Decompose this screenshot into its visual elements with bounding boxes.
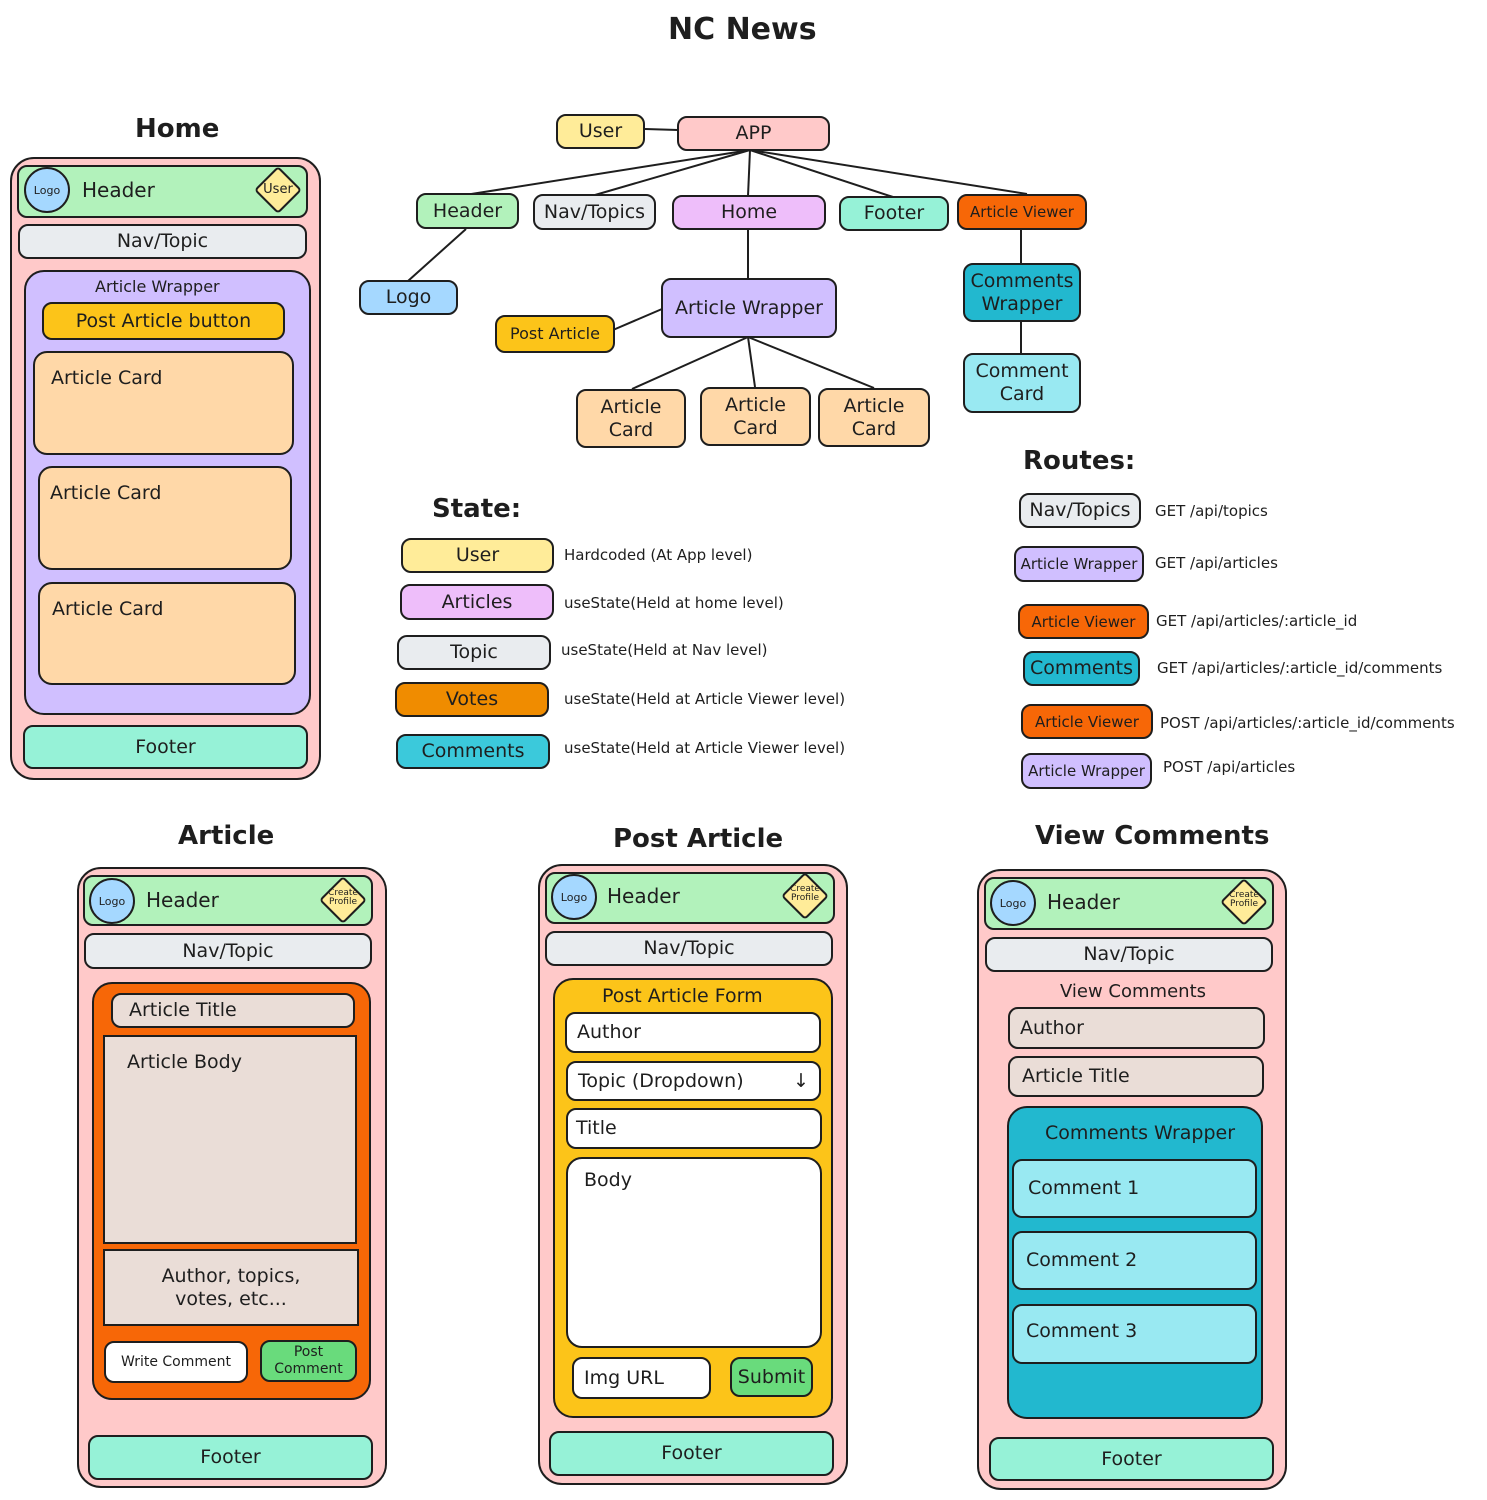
article-wire-body: Article Body <box>103 1035 357 1244</box>
tree-post-article: Post Article <box>495 315 615 353</box>
comments-wire-logo: Logo <box>990 880 1036 926</box>
post-wire-form-title: Post Article Form <box>602 985 763 1007</box>
home-wire-card-3[interactable]: Article Card <box>38 582 296 685</box>
route-3-path: GET /api/articles/:article_id <box>1156 612 1358 630</box>
article-wire-heading: Article <box>178 821 275 851</box>
tree-article-card-3: Article Card <box>818 388 930 447</box>
state-topic: Topic <box>397 635 551 670</box>
post-wire-heading: Post Article <box>613 824 784 854</box>
tree-article-viewer: Article Viewer <box>957 194 1087 230</box>
tree-home: Home <box>672 195 826 230</box>
home-wire-header-label: Header <box>82 178 155 202</box>
article-wire-write-comment[interactable]: Write Comment <box>104 1341 248 1383</box>
route-2-path: GET /api/articles <box>1155 554 1278 572</box>
home-wire-card-1[interactable]: Article Card <box>33 351 294 455</box>
comments-wire-nav: Nav/Topic <box>985 937 1273 972</box>
state-articles-desc: useState(Held at home level) <box>564 594 784 612</box>
tree-header: Header <box>416 193 519 229</box>
article-wire-profile-label: Create Profile <box>328 888 358 908</box>
post-wire-body-input[interactable]: Body <box>566 1157 822 1348</box>
comments-wire-comment-3: Comment 3 <box>1012 1304 1257 1364</box>
post-wire-submit-button[interactable]: Submit <box>730 1357 813 1397</box>
chevron-down-icon: ↓ <box>793 1069 809 1092</box>
tree-comment-card: Comment Card <box>963 353 1081 413</box>
state-heading: State: <box>432 494 522 524</box>
article-wire-footer: Footer <box>88 1435 373 1480</box>
tree-logo: Logo <box>359 280 458 315</box>
tree-user: User <box>556 114 645 149</box>
route-5-path: POST /api/articles/:article_id/comments <box>1160 714 1455 732</box>
post-wire-nav: Nav/Topic <box>545 931 833 966</box>
tree-article-wrapper: Article Wrapper <box>661 278 837 338</box>
post-wire-topic-label: Topic (Dropdown) <box>578 1069 744 1092</box>
post-wire-profile-label: Create Profile <box>790 884 820 904</box>
comments-wire-article-title: Article Title <box>1008 1056 1264 1097</box>
comments-wire-author: Author <box>1008 1007 1265 1049</box>
tree-nav: Nav/Topics <box>533 194 656 230</box>
article-wire-nav: Nav/Topic <box>84 933 372 969</box>
tree-comments-wrapper: Comments Wrapper <box>963 263 1081 322</box>
home-wire-post-button[interactable]: Post Article button <box>42 302 285 340</box>
comments-wire-header-label: Header <box>1047 890 1120 914</box>
comments-wire-footer: Footer <box>989 1437 1274 1481</box>
tree-footer: Footer <box>839 196 949 231</box>
home-wire-footer: Footer <box>23 725 308 769</box>
route-2-component: Article Wrapper <box>1014 546 1144 582</box>
tree-article-card-1: Article Card <box>576 389 686 448</box>
post-wire-img-input[interactable]: Img URL <box>572 1357 711 1399</box>
comments-wire-wrapper-label: Comments Wrapper <box>1045 1122 1236 1144</box>
home-wire-nav: Nav/Topic <box>18 224 307 259</box>
home-wire-wrapper-label: Article Wrapper <box>95 277 220 296</box>
route-6-component: Article Wrapper <box>1021 753 1152 789</box>
route-5-component: Article Viewer <box>1021 704 1153 739</box>
comments-wire-comment-2: Comment 2 <box>1012 1231 1257 1290</box>
route-4-component: Comments <box>1023 651 1140 686</box>
page-title: NC News <box>668 12 817 47</box>
comments-wire-heading: View Comments <box>1035 821 1270 851</box>
state-topic-desc: useState(Held at Nav level) <box>561 641 768 659</box>
state-votes: Votes <box>395 682 549 717</box>
article-wire-post-comment[interactable]: Post Comment <box>260 1340 357 1382</box>
article-wire-meta: Author, topics, votes, etc... <box>103 1249 359 1326</box>
article-wire-header-label: Header <box>146 888 219 912</box>
comments-wire-section-label: View Comments <box>1060 981 1207 1002</box>
comments-wire-comment-1: Comment 1 <box>1012 1159 1257 1218</box>
routes-heading: Routes: <box>1023 446 1136 476</box>
tree-article-card-2: Article Card <box>700 387 811 446</box>
home-wire-logo: Logo <box>24 167 70 213</box>
state-user-desc: Hardcoded (At App level) <box>564 546 753 564</box>
comments-wire-profile-label: Create Profile <box>1229 890 1259 910</box>
route-1-component: Nav/Topics <box>1019 493 1141 528</box>
post-wire-footer: Footer <box>549 1431 834 1476</box>
post-wire-author-input[interactable]: Author <box>565 1012 821 1053</box>
article-wire-title: Article Title <box>111 993 355 1028</box>
article-wire-logo: Logo <box>89 878 135 924</box>
home-wire-heading: Home <box>135 114 220 144</box>
state-articles: Articles <box>400 584 554 620</box>
home-wire-card-2[interactable]: Article Card <box>38 466 292 570</box>
post-wire-header-label: Header <box>607 884 680 908</box>
home-wire-user-label: User <box>263 182 293 197</box>
route-3-component: Article Viewer <box>1018 604 1149 639</box>
route-6-path: POST /api/articles <box>1163 758 1296 776</box>
state-votes-desc: useState(Held at Article Viewer level) <box>564 690 846 708</box>
post-wire-logo: Logo <box>551 874 597 920</box>
route-4-path: GET /api/articles/:article_id/comments <box>1157 659 1443 677</box>
state-comments-desc: useState(Held at Article Viewer level) <box>564 739 846 757</box>
state-comments: Comments <box>396 734 550 769</box>
tree-app: APP <box>677 116 830 151</box>
route-1-path: GET /api/topics <box>1155 502 1268 520</box>
post-wire-title-input[interactable]: Title <box>566 1108 822 1149</box>
state-user: User <box>401 538 554 573</box>
post-wire-topic-select[interactable]: Topic (Dropdown) ↓ <box>566 1061 821 1101</box>
